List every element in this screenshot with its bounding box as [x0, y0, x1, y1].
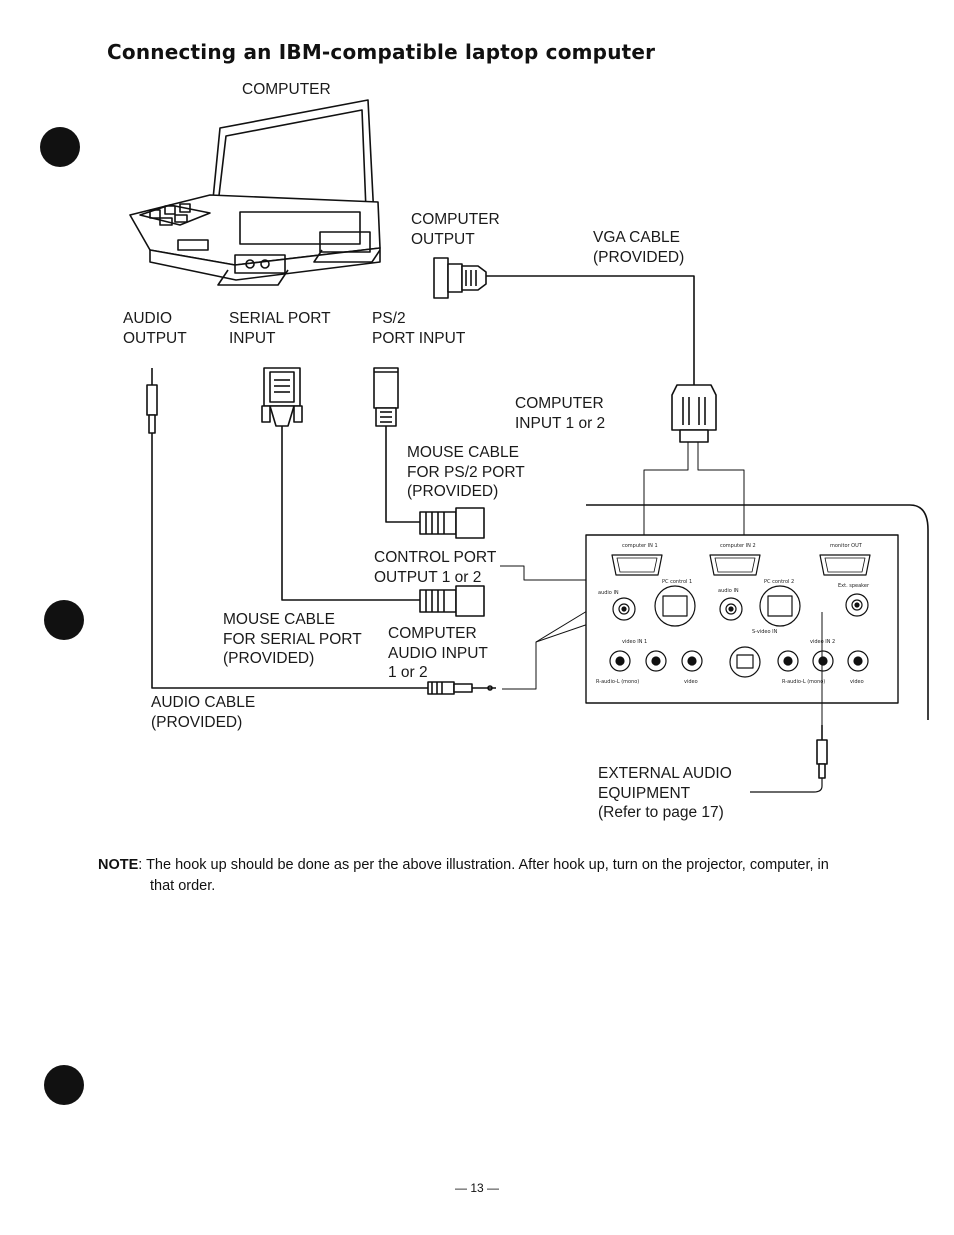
label-mouse-cable-ps2: MOUSE CABLE FOR PS/2 PORT (PROVIDED) [407, 444, 525, 500]
panel-label-r-audio-l-2: R-audio-L (mono) [782, 679, 825, 685]
label-computer-output: COMPUTER OUTPUT [411, 211, 500, 248]
label-serial-port-input: SERIAL PORT INPUT [229, 310, 331, 347]
ps2-mouse-cable [385, 426, 420, 523]
panel-label-computer-in-1: computer IN 1 [622, 543, 658, 549]
page-title: Connecting an IBM-compatible laptop comp… [107, 40, 656, 64]
label-control-port-output: CONTROL PORT OUTPUT 1 or 2 [374, 549, 497, 586]
note-paragraph: NOTE: The hook up should be done as per … [98, 855, 928, 897]
laptop-illustration [129, 99, 381, 286]
vga-plug [671, 384, 717, 443]
label-external-audio: EXTERNAL AUDIO EQUIPMENT (Refer to page … [598, 765, 732, 821]
panel-label-ext-speaker: Ext. speaker [838, 583, 870, 589]
projector-panel [585, 534, 899, 704]
panel-ports [609, 554, 871, 678]
audio-plug-bottom [427, 681, 496, 695]
external-audio-plug [816, 725, 828, 779]
serial-mouse-cable [281, 426, 420, 601]
serial-connector [261, 367, 303, 427]
panel-label-video-in-1: video IN 1 [622, 639, 647, 645]
ps2-connector [373, 367, 399, 427]
audio-cable [151, 433, 428, 689]
binder-hole-top [40, 127, 80, 167]
panel-label-pc-control-1: PC control 1 [662, 579, 692, 585]
note-text-continued: that order. [150, 878, 216, 894]
panel-label-monitor-out: monitor OUT [830, 543, 863, 549]
note-label: NOTE [98, 857, 139, 873]
serial-din-plug [419, 585, 485, 617]
panel-label-audio-in-2: audio IN [718, 588, 739, 594]
computer-output-connector [433, 257, 487, 299]
panel-label-computer-in-2: computer IN 2 [720, 543, 756, 549]
label-computer-audio-input: COMPUTER AUDIO INPUT 1 or 2 [388, 625, 488, 681]
ps2-din-plug [419, 507, 485, 539]
label-computer-input: COMPUTER INPUT 1 or 2 [515, 395, 606, 432]
audio-plug-top [146, 368, 158, 434]
page-number: — 13 — [454, 1181, 499, 1195]
label-vga-cable: VGA CABLE (PROVIDED) [593, 229, 685, 266]
panel-label-pc-control-2: PC control 2 [764, 579, 794, 585]
binder-hole-bottom [44, 1065, 84, 1105]
panel-label-r-audio-l-1: R-audio-L (mono) [596, 679, 639, 685]
label-computer: COMPUTER [242, 81, 331, 98]
label-ps2-port-input: PS/2 PORT INPUT [372, 310, 466, 347]
projector-body [586, 504, 929, 720]
label-audio-output: AUDIO OUTPUT [123, 310, 187, 347]
panel-label-video-2: video [850, 679, 864, 685]
panel-label-audio-in-1: audio IN [598, 590, 619, 596]
panel-label-video-in-2: video IN 2 [810, 639, 835, 645]
label-audio-cable: AUDIO CABLE (PROVIDED) [151, 694, 256, 731]
vga-cable [486, 275, 695, 385]
label-mouse-cable-serial: MOUSE CABLE FOR SERIAL PORT (PROVIDED) [223, 611, 362, 667]
binder-hole-middle [44, 600, 84, 640]
note-text: : The hook up should be done as per the … [138, 857, 829, 873]
panel-label-video-1: video [684, 679, 698, 685]
panel-label-s-video-in: S-video IN [752, 629, 778, 635]
